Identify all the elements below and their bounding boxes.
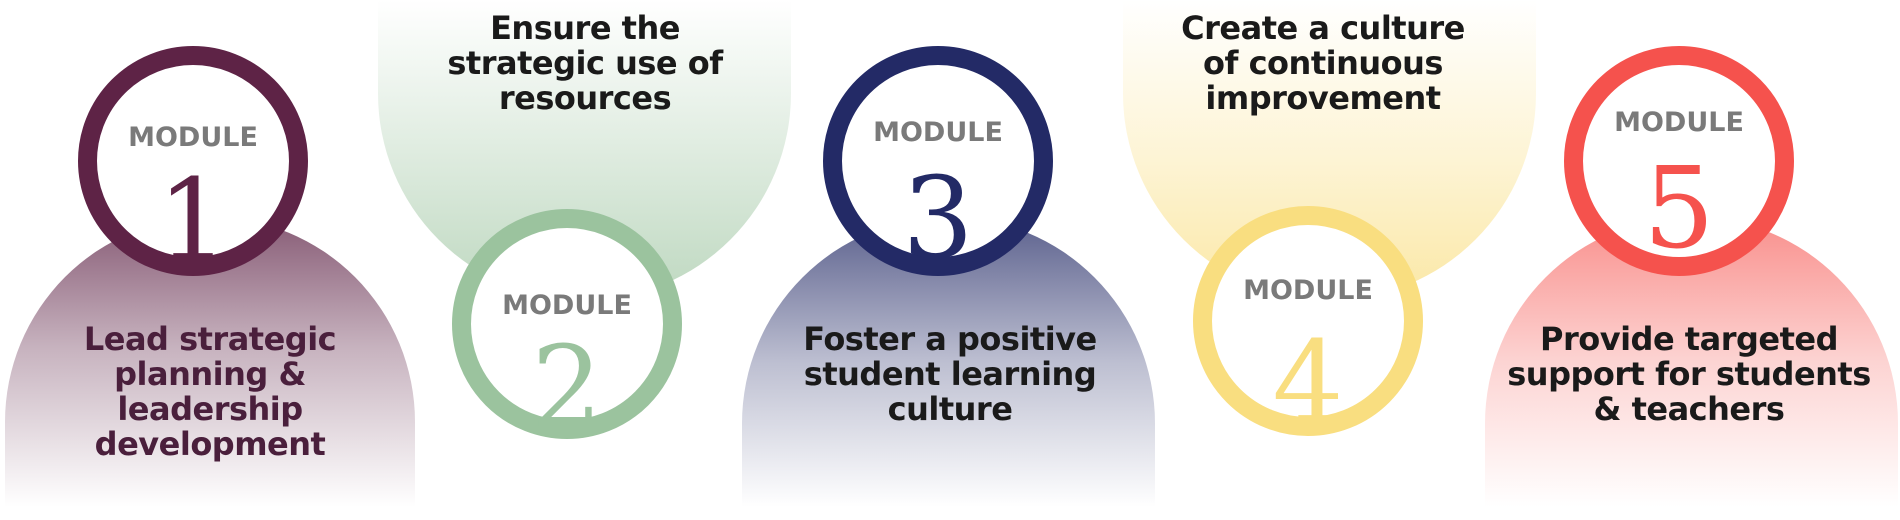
module-1-number: 1: [157, 156, 229, 286]
module-1-circle: MODULE 1: [78, 46, 308, 286]
module-5-title-line: Provide targeted: [1540, 320, 1838, 358]
module-5-title-line: support for students: [1507, 355, 1871, 393]
module-4-circle: MODULE 4: [1193, 206, 1423, 448]
module-2-number: 2: [531, 323, 603, 453]
module-5-number: 5: [1643, 144, 1715, 274]
module-2-label: MODULE: [502, 290, 632, 321]
module-3-title-line: culture: [887, 390, 1013, 428]
module-1-label: MODULE: [128, 122, 258, 153]
module-3-number: 3: [902, 154, 974, 284]
module-1-title: Lead strategic planning & leadership dev…: [0, 322, 420, 462]
module-4-label: MODULE: [1243, 275, 1373, 306]
module-1-title-line: Lead strategic: [83, 320, 337, 358]
module-1-title-line: development: [94, 425, 326, 463]
module-5-label: MODULE: [1614, 107, 1744, 138]
module-1-title-line: planning &: [114, 355, 306, 393]
module-5-title-line: & teachers: [1593, 390, 1785, 428]
module-2-circle: MODULE 2: [452, 209, 682, 444]
module-2-title-line: strategic use of: [447, 44, 723, 82]
module-2-title: Ensure the strategic use of resources: [380, 11, 790, 116]
module-3-label: MODULE: [873, 117, 1003, 148]
module-2-title-line: resources: [498, 79, 672, 117]
module-4-title-line: Create a culture: [1181, 9, 1465, 47]
module-4-title-line: improvement: [1205, 79, 1441, 117]
module-4-title-line: of continuous: [1203, 44, 1443, 82]
module-3-circle: MODULE 3: [823, 46, 1053, 276]
module-3-title-line: student learning: [803, 355, 1097, 393]
module-3-title-line: Foster a positive: [803, 320, 1097, 358]
module-5-circle: MODULE 5: [1564, 46, 1794, 276]
module-4-number: 4: [1272, 318, 1344, 448]
module-4-title: Create a culture of continuous improveme…: [1118, 11, 1528, 116]
module-5-title: Provide targeted support for students & …: [1480, 322, 1898, 427]
module-3-title: Foster a positive student learning cultu…: [745, 322, 1155, 427]
module-1-title-line: leadership: [117, 390, 303, 428]
module-2-title-line: Ensure the: [490, 9, 680, 47]
